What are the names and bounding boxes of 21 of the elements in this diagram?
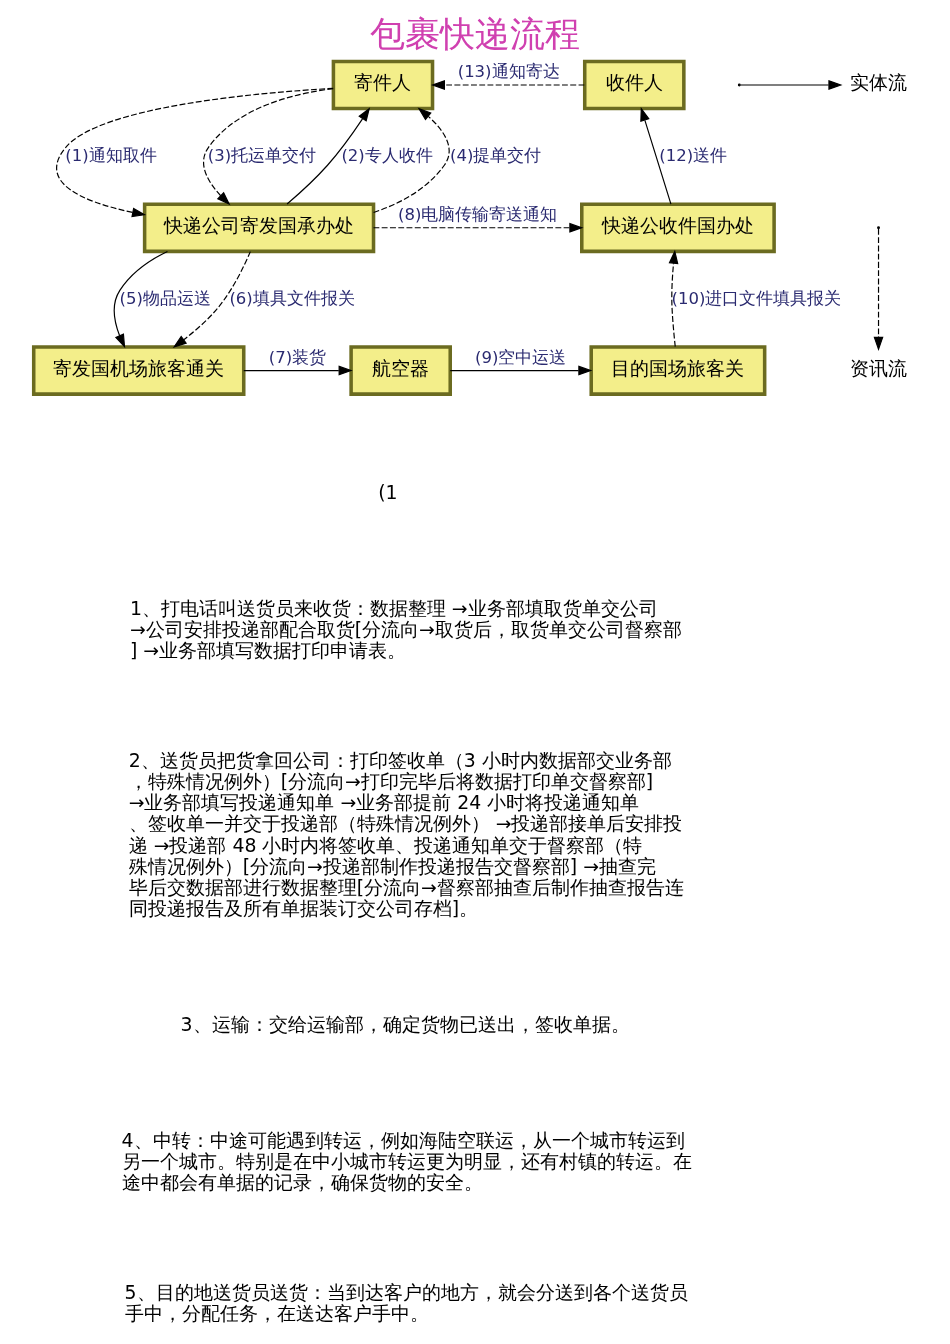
edge-label: (12)送件: [659, 145, 728, 165]
edge-label: (10)进口文件填具报关: [671, 288, 842, 308]
edge-label: (4)提单交付: [449, 145, 542, 165]
legend-label: 实体流: [850, 71, 908, 94]
label: (1: [378, 480, 398, 503]
edge-label: (8)电脑传输寄送通知: [397, 204, 558, 224]
legend-label: 资讯流: [850, 357, 908, 380]
label: 2、送货员把货拿回公司：打印签收单（3 小时内数据部交业务部，特殊情况例外）[分流向→打印完毕后将数据打印单交督察部] →业务部填写投递通知单 →业务部提前 24 小时将投递通知单、签收单一并交于投递部（特殊情况例外） →投递部接单后安排投递 →投递部 48 小时内将签收单、投递通知单交于督察部（特殊情况例外）[分流向→投递部制作投递报告交督察部] →抽查完毕后交数据部进行数据整理[分流向→督察部抽查后制作抽查报告连同投递报告及所有单据装订交公司存档]。: [128, 748, 684, 920]
diagram-title: 包裹快递流程: [370, 13, 580, 55]
label: 3、运输：交给运输部，确定货物已送出，签收单据。: [180, 1013, 630, 1036]
edge-label: (6)填具文件报关: [229, 288, 355, 308]
edge-label: (1)通知取件: [65, 145, 157, 165]
edge-label: (5)物品运送: [119, 288, 211, 308]
label: 4、中转：中途可能遇到转运，例如海陆空联运，从一个城市转运到另一个城市。特别是在中小城市转运更为明显，还有村镇的转运。在途中都会有单据的记录，确保货物的安全。: [121, 1128, 692, 1194]
edge-label: (7)装货: [268, 347, 327, 367]
edge-label: (9)空中运送: [475, 347, 567, 367]
label: 5、目的地送货员送货：当到达客户的地方，就会分送到各个送货员手中，分配任务，在送达客户手中。: [124, 1280, 688, 1325]
edge-label: (2)专人收件: [341, 145, 433, 165]
edge-label: (13)通知寄达: [457, 61, 560, 81]
edge-label: (3)托运单交付: [207, 145, 317, 165]
label: 1、打电话叫送货员来收货：数据整理 →业务部填取货单交公司 →公司安排投递部配合取货[分流向→取货后，取货单交公司督察部] →业务部填写数据打印申请表。: [129, 596, 682, 662]
